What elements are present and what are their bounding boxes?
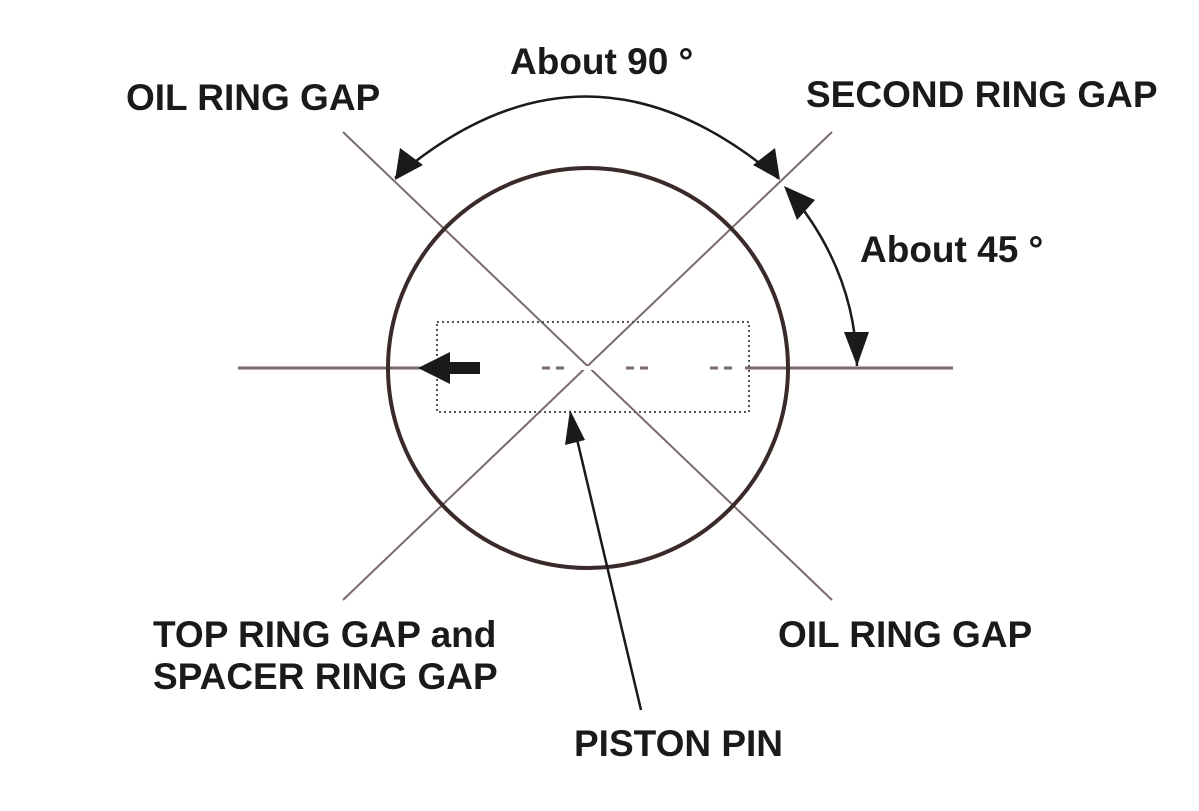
- arrowhead-90-right: [753, 148, 780, 180]
- piston-pin-outline: [436, 321, 750, 413]
- piston-outline: [386, 166, 790, 570]
- about-90-label: About 90 °: [510, 41, 693, 82]
- oil-ring-gap-bottom-label: OIL RING GAP: [778, 614, 1032, 655]
- arrowhead-90-left: [395, 148, 423, 180]
- second-ring-gap-label: SECOND RING GAP: [806, 74, 1158, 115]
- arrowhead-45-bottom: [844, 332, 869, 366]
- angle-arc-90: [394, 95, 779, 179]
- arrowhead-45-top: [784, 186, 815, 220]
- piston-pin-label: PISTON PIN: [574, 723, 783, 764]
- top-ring-gap-label-line1: TOP RING GAP and: [153, 614, 496, 655]
- piston-pin-leader-arrowhead: [565, 410, 585, 445]
- oil-ring-gap-top-label: OIL RING GAP: [126, 77, 380, 118]
- front-direction-arrow: [418, 352, 480, 384]
- top-ring-gap-label-line2: SPACER RING GAP: [153, 656, 498, 697]
- piston-pin-leader-line: [570, 417, 643, 711]
- about-45-label: About 45 °: [860, 229, 1043, 270]
